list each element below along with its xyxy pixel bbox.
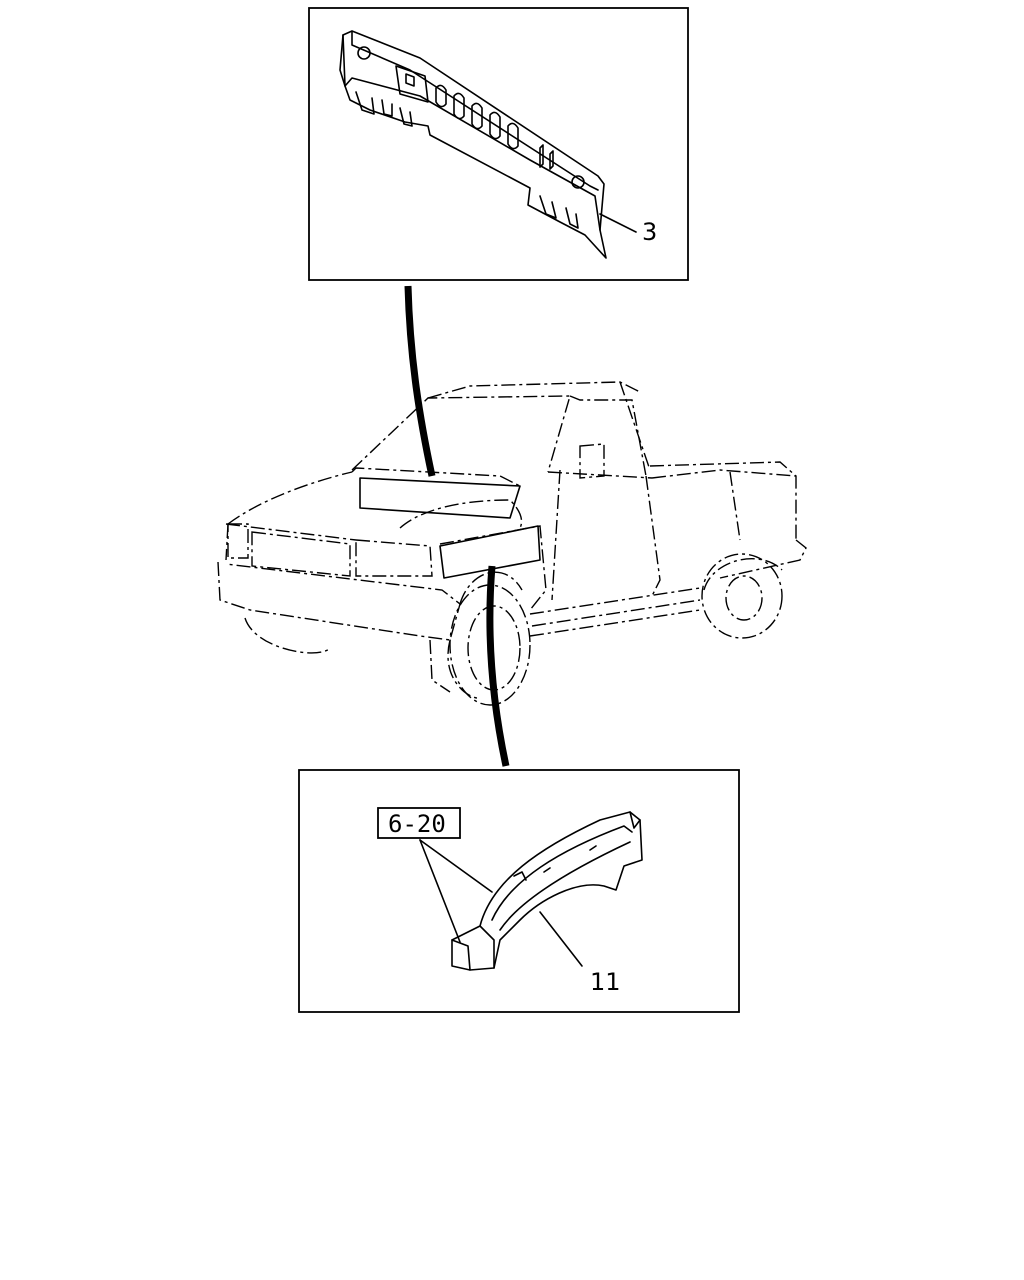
- bottom-detail-box: 6-20 11: [298, 769, 740, 1013]
- top-connector-line: [404, 285, 436, 477]
- reference-box-label: 6-20: [388, 810, 446, 838]
- top-detail-box: 3: [308, 7, 689, 281]
- callout-3: 3: [642, 218, 657, 246]
- pickup-truck-icon: [217, 381, 807, 706]
- dash-panel-icon: [339, 30, 637, 259]
- reference-box[interactable]: 6-20: [377, 807, 461, 839]
- bottom-connector-line: [486, 565, 510, 767]
- inner-fender-highlight: [439, 525, 541, 579]
- dash-panel-highlight: [359, 477, 521, 519]
- callout-11: 11: [590, 968, 621, 996]
- inner-fender-icon: [451, 811, 643, 971]
